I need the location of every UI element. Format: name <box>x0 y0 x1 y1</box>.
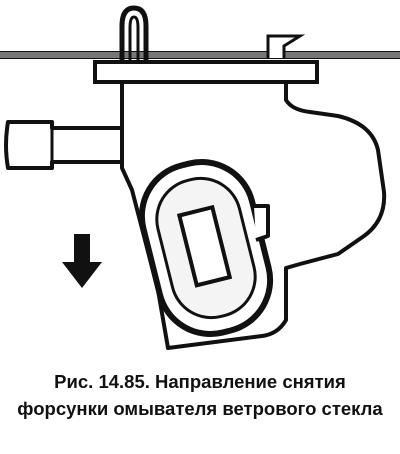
connector-terminal-slot <box>176 204 233 288</box>
diagram-figure <box>0 5 400 350</box>
clip-inner-loop <box>128 15 140 63</box>
connector-latch <box>254 204 270 242</box>
tab-shape <box>266 34 306 58</box>
panel-top-shading <box>0 52 400 58</box>
figure-caption: Рис. 14.85. Направление снятия форсунки … <box>17 371 383 419</box>
fitting-tube <box>4 120 124 170</box>
arrow-shaft <box>74 234 90 264</box>
washer-nozzle-illustration <box>0 5 400 350</box>
mounting-tab <box>266 34 306 58</box>
arrow-head <box>62 262 102 288</box>
clip-loop <box>119 5 149 63</box>
hood-panel <box>0 51 400 59</box>
electrical-connector <box>138 159 274 337</box>
removal-direction-arrow <box>62 234 102 288</box>
flange-plate <box>93 60 319 84</box>
hose-fitting <box>4 120 124 170</box>
retaining-clip <box>119 5 149 63</box>
